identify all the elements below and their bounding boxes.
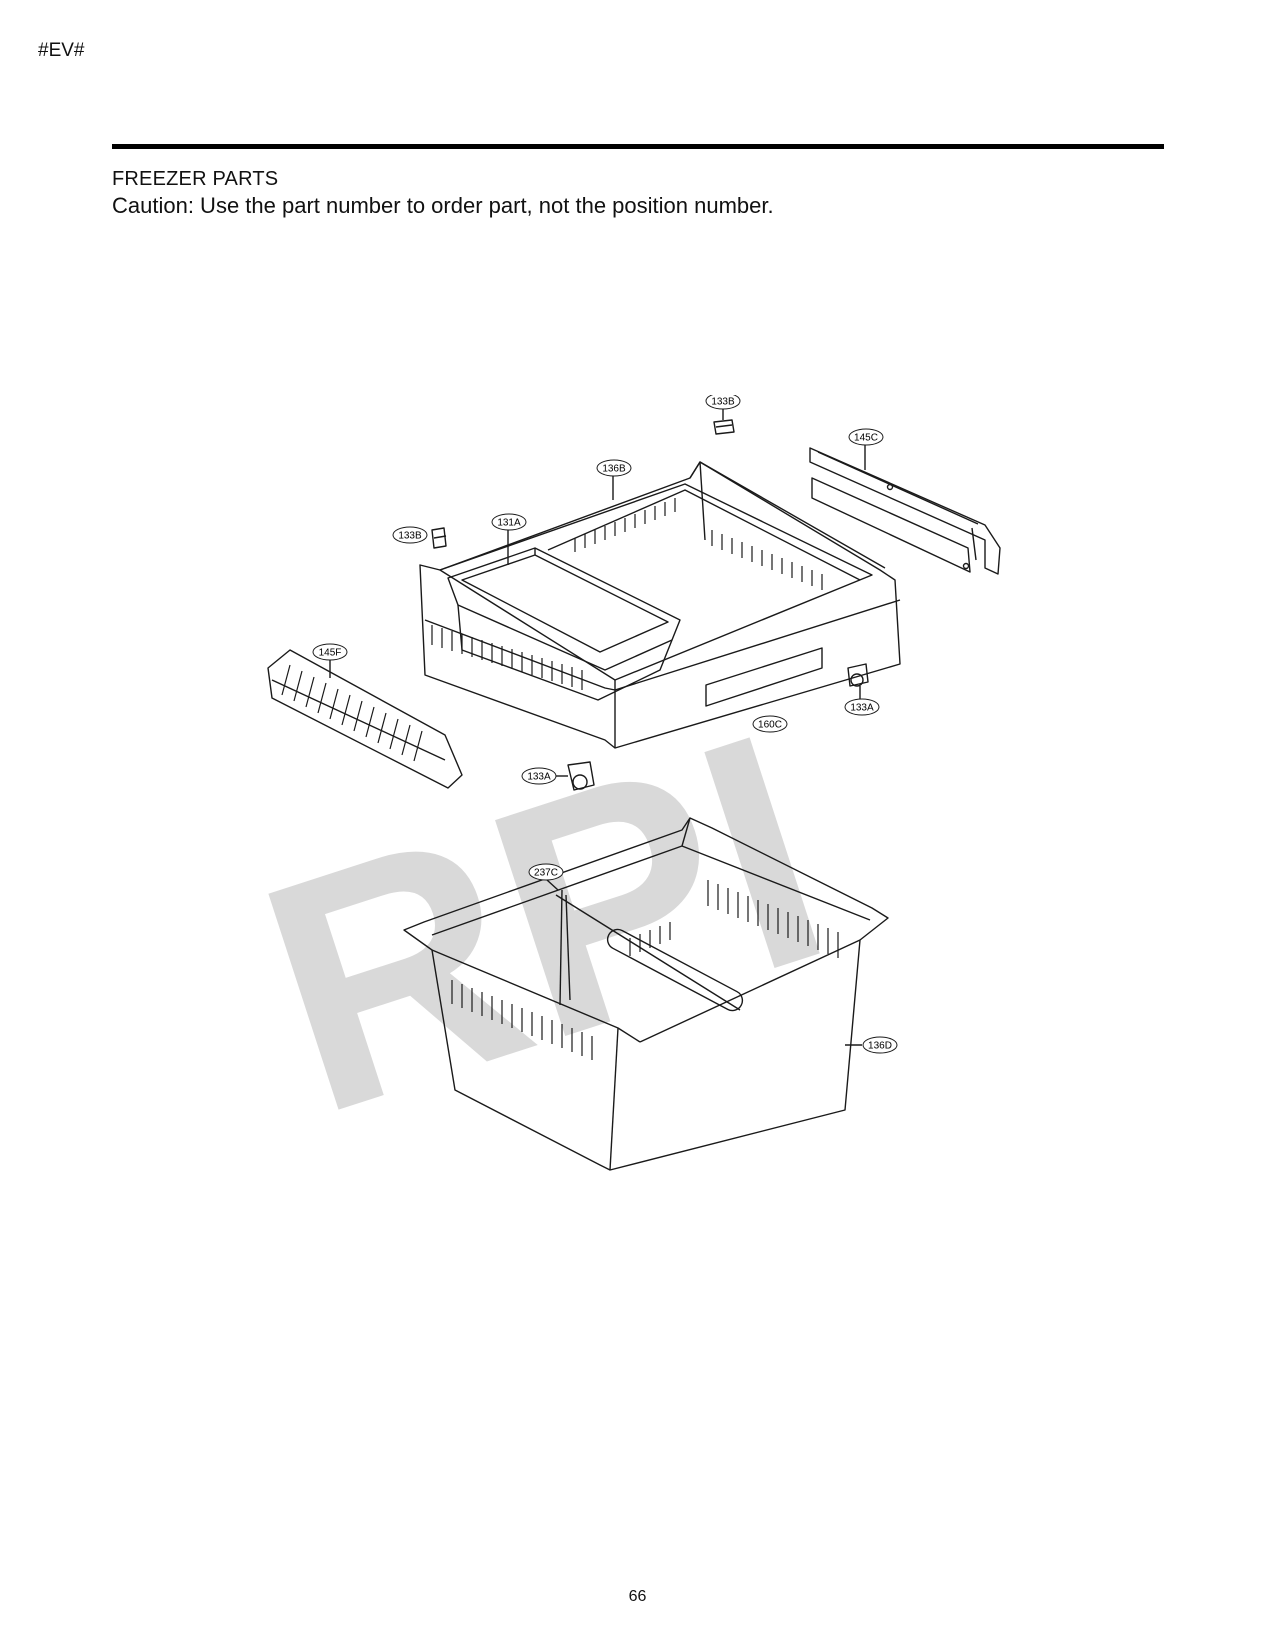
- callout-145c: 145C: [848, 428, 884, 446]
- header-rule: [112, 144, 1164, 149]
- part-145f-front-trim: [267, 649, 463, 789]
- part-136d-lower-basket: [403, 817, 889, 1171]
- part-133b-top: [713, 408, 735, 435]
- part-131a-inner-bin: [447, 530, 681, 701]
- callout-133a-right: 133A: [844, 698, 880, 716]
- callout-160c: 160C: [752, 715, 788, 733]
- svg-text:136D: 136D: [868, 1041, 892, 1052]
- caution-note: Caution: Use the part number to order pa…: [112, 193, 774, 218]
- callout-145f: 145F: [312, 643, 348, 661]
- exploded-parts-diagram: RPI: [240, 395, 1001, 1183]
- callout-133a-front: 133A: [521, 767, 557, 785]
- svg-text:133B: 133B: [398, 531, 422, 542]
- svg-text:136B: 136B: [602, 464, 626, 475]
- svg-text:133A: 133A: [850, 703, 874, 714]
- callout-237c: 237C: [528, 863, 564, 881]
- part-145c-rail: [809, 444, 1001, 575]
- callout-136b: 136B: [596, 459, 632, 477]
- svg-text:133A: 133A: [527, 772, 551, 783]
- callout-131a: 131A: [491, 513, 527, 531]
- svg-text:145F: 145F: [319, 648, 342, 659]
- page-number: 66: [628, 1588, 647, 1605]
- document-tag: #EV#: [38, 40, 85, 61]
- part-133a-roller-front: [555, 761, 595, 791]
- svg-text:133B: 133B: [711, 397, 735, 408]
- watermark: RPI: [240, 662, 862, 1183]
- callout-133b-left: 133B: [392, 526, 428, 544]
- svg-text:160C: 160C: [758, 720, 782, 731]
- svg-text:145C: 145C: [854, 433, 878, 444]
- callout-136d: 136D: [862, 1036, 898, 1054]
- callout-133b-top: 133B: [705, 395, 741, 410]
- part-133a-roller-right: [847, 663, 869, 700]
- section-title: FREEZER PARTS: [112, 168, 279, 190]
- svg-text:237C: 237C: [534, 868, 558, 879]
- svg-text:131A: 131A: [497, 518, 521, 529]
- part-133b-left: [431, 527, 447, 549]
